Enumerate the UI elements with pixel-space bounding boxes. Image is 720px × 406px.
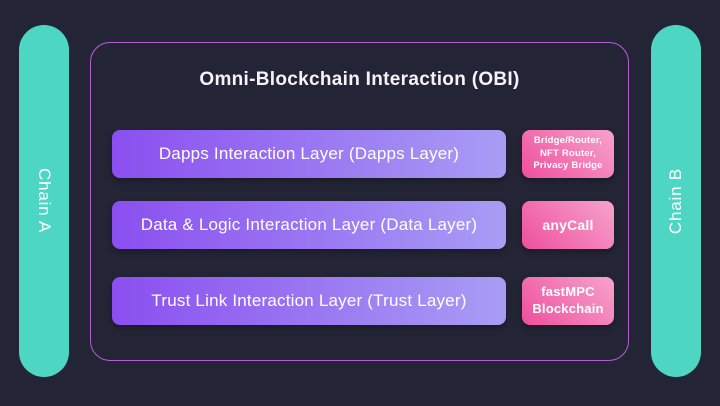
dapps-side-line-3: Privacy Bridge: [533, 160, 603, 172]
chain-b-label: Chain B: [666, 167, 685, 235]
layer-row-data: Data & Logic Interaction Layer (Data Lay…: [112, 201, 614, 249]
obi-container: Omni-Blockchain Interaction (OBI) Dapps …: [90, 42, 629, 361]
diagram-title: Omni-Blockchain Interaction (OBI): [199, 69, 520, 90]
data-layer-label: Data & Logic Interaction Layer (Data Lay…: [140, 215, 478, 234]
data-layer-bar: Data & Logic Interaction Layer (Data Lay…: [112, 201, 506, 249]
data-side-box: anyCall: [522, 201, 614, 249]
chain-b-pill: Chain B: [651, 25, 701, 377]
layer-row-trust: Trust Link Interaction Layer (Trust Laye…: [112, 277, 614, 325]
dapps-side-box: Bridge/Router, NFT Router, Privacy Bridg…: [522, 130, 614, 178]
data-side-line-1: anyCall: [542, 216, 594, 233]
trust-side-box: fastMPC Blockchain: [522, 277, 614, 325]
chain-a-pill: Chain A: [19, 25, 69, 377]
trust-layer-bar: Trust Link Interaction Layer (Trust Laye…: [112, 277, 506, 325]
dapps-layer-label: Dapps Interaction Layer (Dapps Layer): [158, 144, 460, 163]
trust-side-line-1: fastMPC: [541, 284, 595, 300]
chain-a-label: Chain A: [35, 168, 54, 234]
trust-side-line-2: Blockchain: [532, 301, 604, 316]
layer-row-dapps: Dapps Interaction Layer (Dapps Layer) Br…: [112, 130, 614, 178]
dapps-side-line-2: NFT Router,: [539, 147, 597, 159]
trust-layer-label: Trust Link Interaction Layer (Trust Laye…: [151, 291, 467, 310]
dapps-side-line-1: Bridge/Router,: [533, 135, 603, 147]
dapps-layer-bar: Dapps Interaction Layer (Dapps Layer): [112, 130, 506, 178]
